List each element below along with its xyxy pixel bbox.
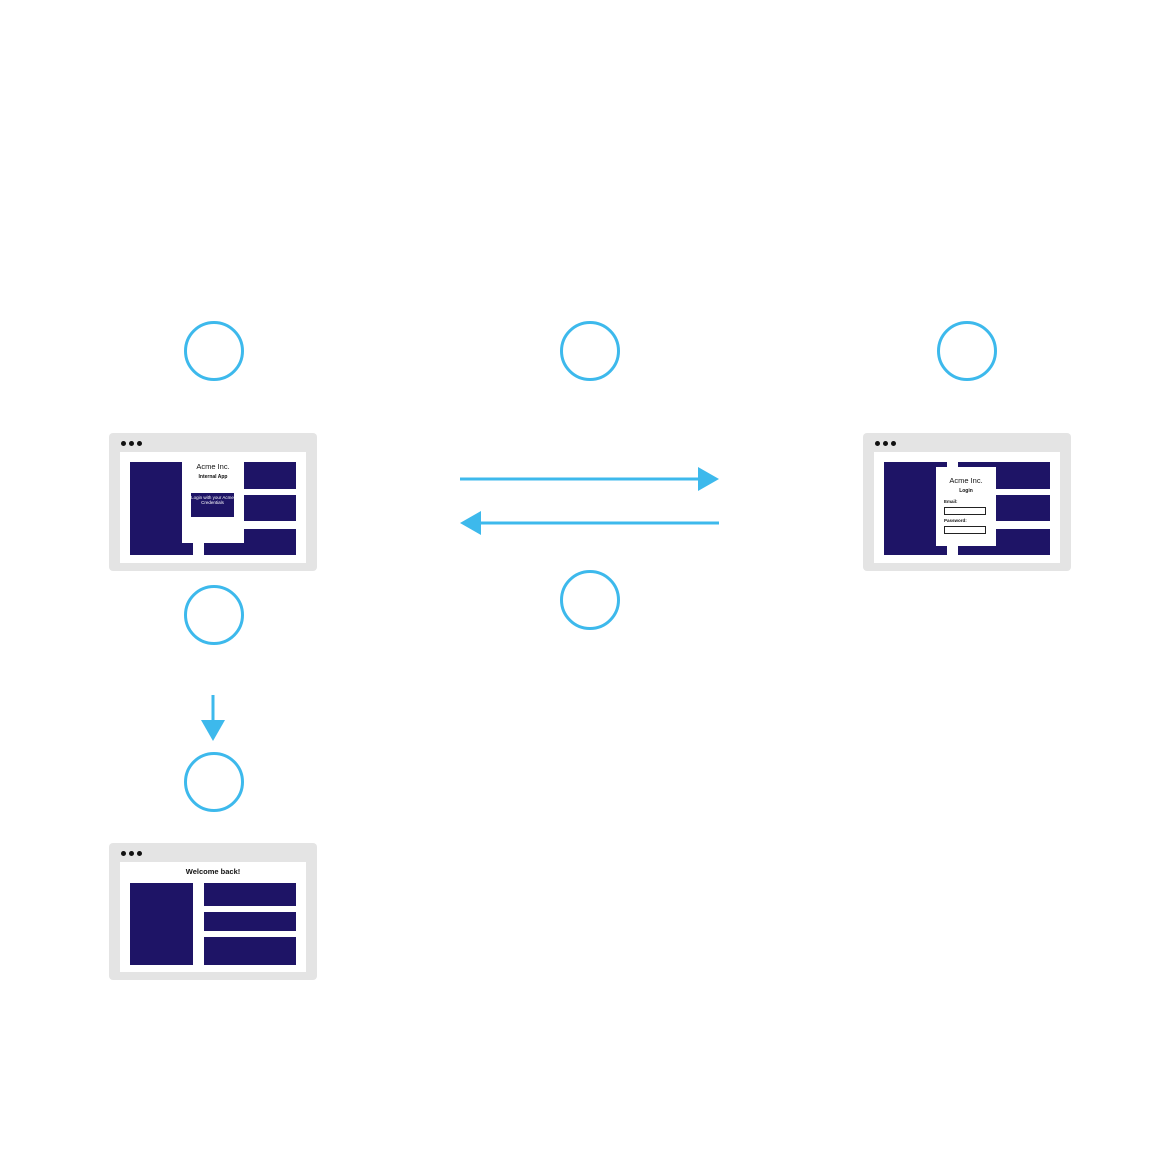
app-browser-window: Acme Inc. Internal App Login with your A… xyxy=(109,433,317,571)
arrow-right xyxy=(460,467,719,491)
modal-company: Acme Inc. xyxy=(949,476,983,485)
step-circle-2 xyxy=(560,321,620,381)
welcome-browser-window: Welcome back! xyxy=(109,843,317,980)
welcome-viewport: Welcome back! xyxy=(120,862,306,972)
arrow-left xyxy=(460,511,719,535)
email-field[interactable] xyxy=(944,507,986,515)
idp-viewport: Acme Inc. Login Email: Password: xyxy=(874,452,1060,563)
idp-login-modal: Acme Inc. Login Email: Password: xyxy=(936,467,996,546)
step-circle-6 xyxy=(184,752,244,812)
sidebar-block xyxy=(130,883,193,965)
step-circle-4 xyxy=(560,570,620,630)
password-field[interactable] xyxy=(944,526,986,534)
window-dots-icon xyxy=(875,441,896,446)
login-modal: Acme Inc. Internal App Login with your A… xyxy=(182,452,244,543)
content-block-3 xyxy=(204,937,296,965)
window-dots-icon xyxy=(121,441,142,446)
login-sso-button[interactable]: Login with your Acme Credentials xyxy=(191,493,234,517)
email-label: Email: xyxy=(944,499,958,504)
content-block-2 xyxy=(204,912,296,931)
step-circle-1 xyxy=(184,321,244,381)
password-label: Password: xyxy=(944,518,967,523)
app-viewport: Acme Inc. Internal App Login with your A… xyxy=(120,452,306,563)
modal-company: Acme Inc. xyxy=(196,462,230,471)
modal-subtitle: Login xyxy=(959,488,973,494)
step-circle-3 xyxy=(937,321,997,381)
modal-subtitle: Internal App xyxy=(198,474,228,480)
welcome-heading: Welcome back! xyxy=(185,867,241,876)
idp-browser-window: Acme Inc. Login Email: Password: xyxy=(863,433,1071,571)
content-block-1 xyxy=(204,883,296,906)
step-circle-5 xyxy=(184,585,244,645)
arrow-down xyxy=(201,695,225,741)
window-dots-icon xyxy=(121,851,142,856)
